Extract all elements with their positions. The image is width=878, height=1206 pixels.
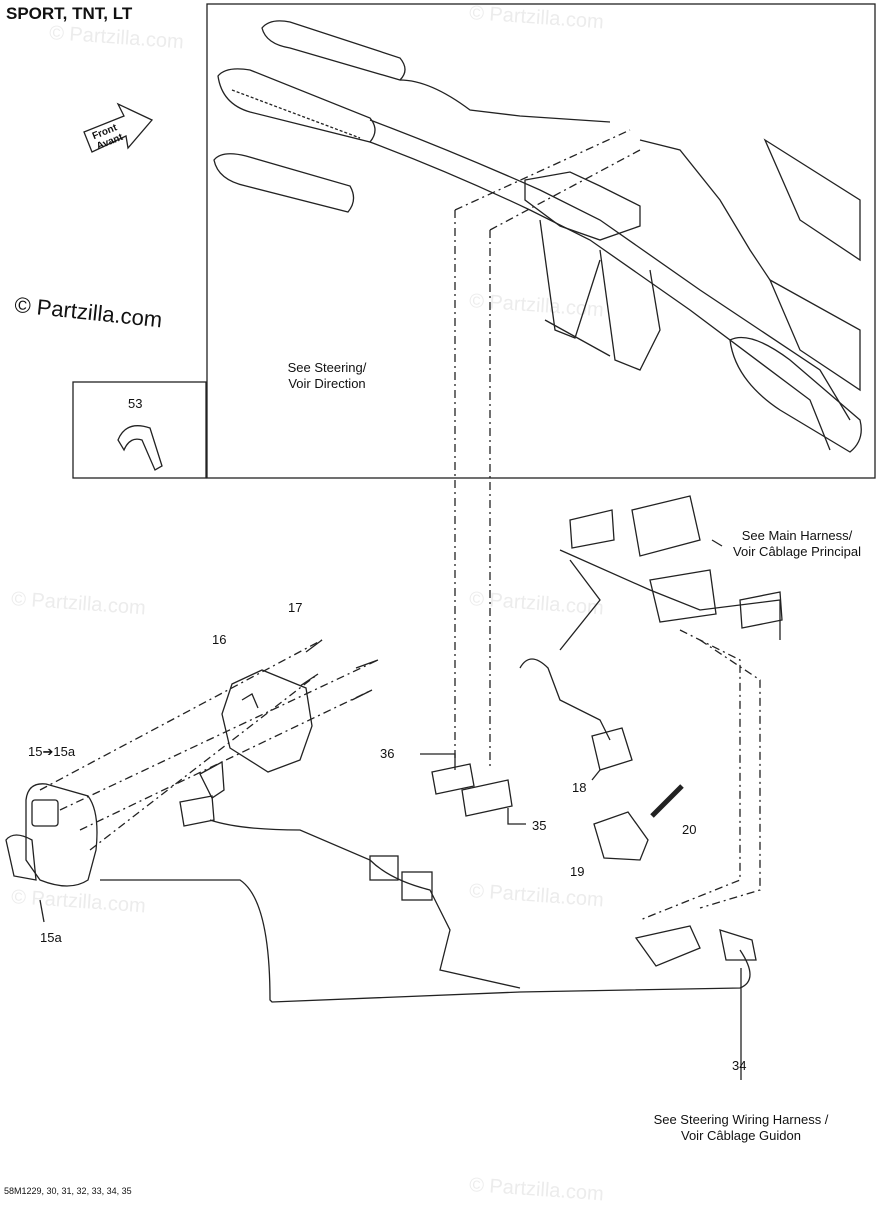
part-53-box xyxy=(72,381,207,479)
part-number-17: 17 xyxy=(288,600,303,615)
part-34-icon xyxy=(634,925,701,967)
part-number-15a: 15a xyxy=(40,930,62,945)
steering-wiring-callout-line2: Voir Câblage Guidon xyxy=(681,1128,801,1143)
part-number-53: 53 xyxy=(128,396,143,411)
part-number-18: 18 xyxy=(572,780,587,795)
part-number-15: 15➔15a xyxy=(28,744,76,759)
connector-icon xyxy=(199,760,225,799)
steering-wiring-callout: See Steering Wiring Harness / Voir Câbla… xyxy=(636,1112,846,1144)
steering-detail-box xyxy=(206,3,876,479)
steering-callout-line2: Voir Direction xyxy=(288,376,366,391)
part-35-icon xyxy=(461,779,513,817)
part-16-icon xyxy=(221,669,313,773)
part-number-20: 20 xyxy=(682,822,697,837)
main-connector-icon xyxy=(631,495,701,557)
connector-icon xyxy=(179,795,215,827)
front-arrow-icon xyxy=(83,102,154,153)
part-36-icon xyxy=(431,763,475,795)
connector-icon xyxy=(569,509,615,549)
part-53-icon xyxy=(117,425,163,471)
part-18-icon xyxy=(591,727,633,771)
page-title: SPORT, TNT, LT xyxy=(6,4,133,23)
steering-wiring-callout-line1: See Steering Wiring Harness / xyxy=(653,1112,829,1127)
part-number-16: 16 xyxy=(212,632,227,647)
part-15-icon xyxy=(25,783,98,887)
steering-callout-line1: See Steering/ xyxy=(287,360,367,375)
main-harness-callout-line2: Voir Câblage Principal xyxy=(733,544,861,559)
steering-callout: See Steering/ Voir Direction xyxy=(262,360,392,392)
part-number-34: 34 xyxy=(732,1058,747,1073)
part-number-35: 35 xyxy=(532,818,547,833)
main-harness-callout: See Main Harness/ Voir Câblage Principal xyxy=(718,528,876,560)
part-number-19: 19 xyxy=(570,864,585,879)
part-19-icon xyxy=(593,811,649,861)
main-harness-callout-line1: See Main Harness/ xyxy=(741,528,853,543)
part-20-icon xyxy=(650,784,684,818)
part-number-36: 36 xyxy=(380,746,395,761)
connector-icon xyxy=(719,929,757,961)
footer-reference: 58M1229, 30, 31, 32, 33, 34, 35 xyxy=(4,1186,132,1196)
